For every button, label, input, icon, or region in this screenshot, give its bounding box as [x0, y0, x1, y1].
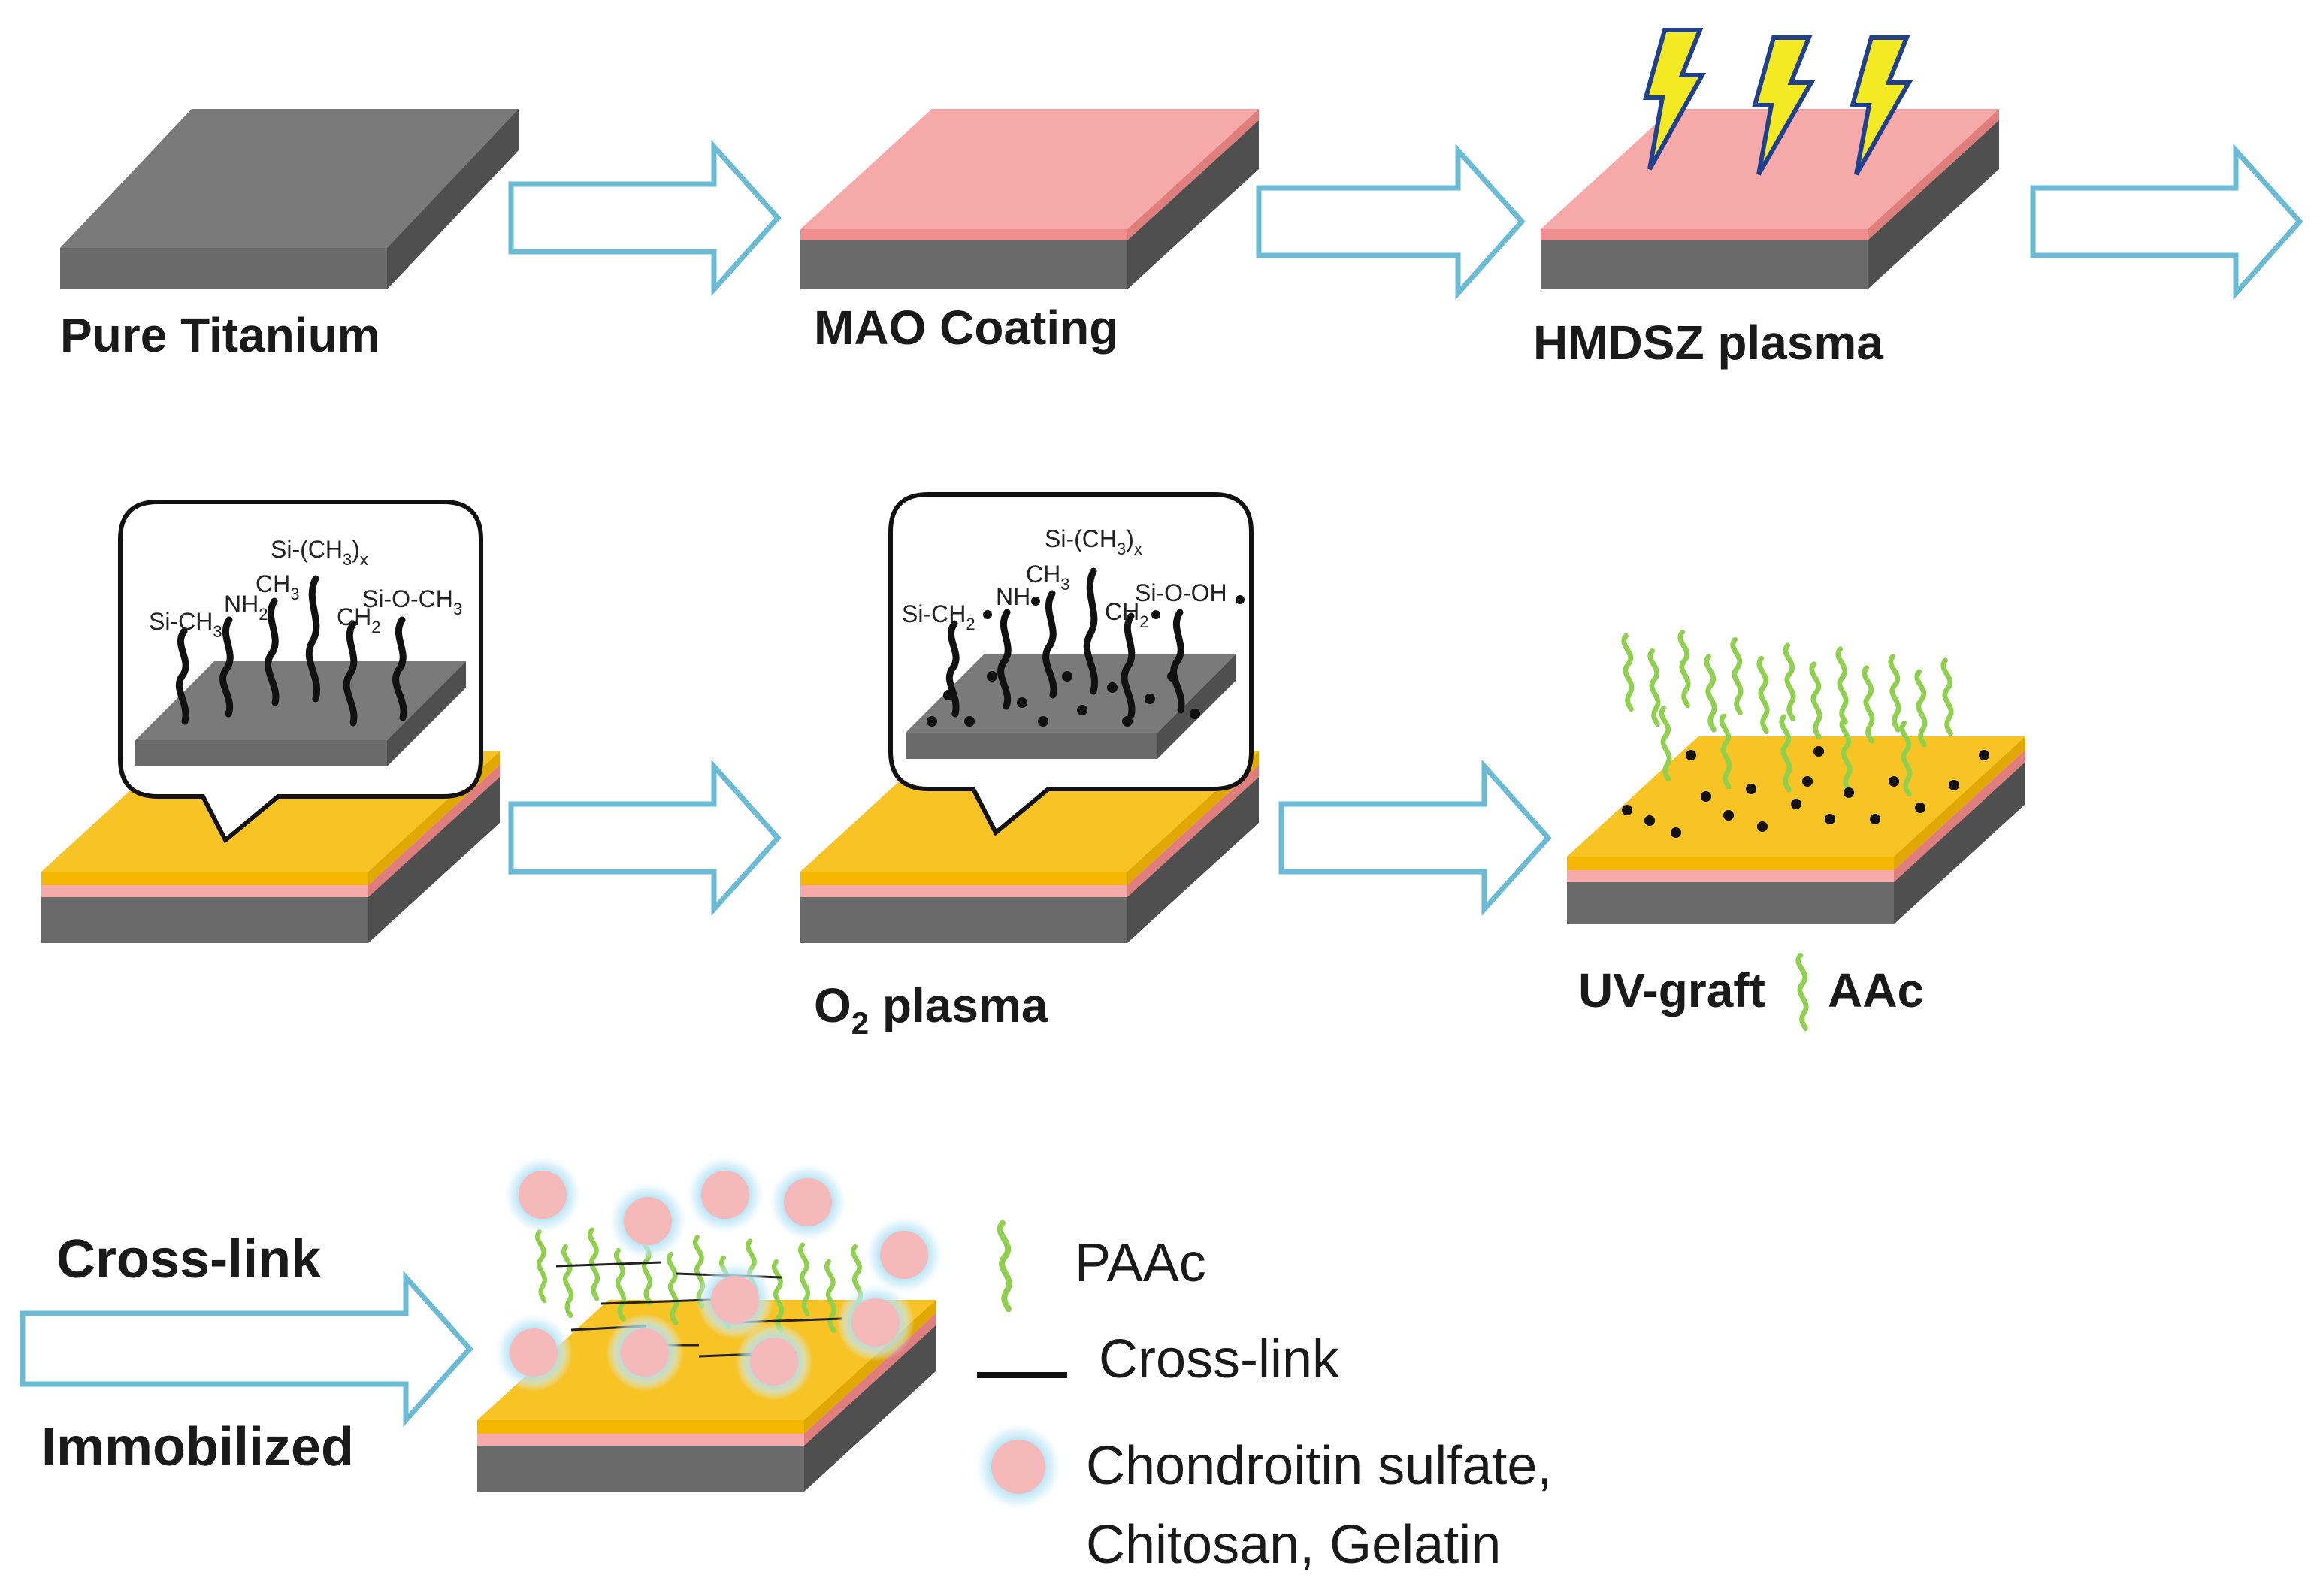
- svg-text:Si-CH2: Si-CH2: [902, 600, 975, 633]
- callout-substrate-hmdsz: [135, 661, 466, 766]
- lightning-bolt-icon: [1850, 35, 1913, 176]
- chem-ch2: CH: [337, 603, 371, 630]
- svg-text:CH3: CH3: [256, 570, 299, 603]
- chem-si-ch3: Si-CH: [149, 608, 213, 635]
- radical-dots-o2: [927, 671, 1200, 727]
- chem-nh2: NH: [224, 591, 259, 618]
- stage-label-mao-coating: MAO Coating: [814, 301, 1118, 355]
- svg-text:CH3: CH3: [1026, 561, 1069, 594]
- pure-titanium-slab: [60, 109, 519, 289]
- chemical-labels-hmdsz: Si-CH3 NH2 CH3 Si-(CH3)x CH2 Si-O-CH3: [149, 536, 462, 641]
- paac-chain-icon: [1000, 1223, 1009, 1310]
- legend-label-biomolecules-line2: Chitosan, Gelatin: [1086, 1515, 1501, 1575]
- svg-text:Si-(CH3)x: Si-(CH3)x: [271, 536, 368, 569]
- lightning-bolt-icon: [1643, 28, 1707, 171]
- crosslink-step-label: Cross-link: [56, 1229, 322, 1289]
- radical-dot: [1236, 595, 1245, 604]
- svg-text:Si-O-CH3: Si-O-CH3: [362, 585, 462, 618]
- process-arrow-2: [1256, 143, 1526, 301]
- process-arrow-1: [508, 139, 782, 297]
- biomolecule-particle-icon: [975, 1423, 1062, 1510]
- stage-label-uv-graft-left: UV-graft: [1578, 963, 1765, 1017]
- process-arrow-4: [508, 759, 782, 917]
- radical-dot: [983, 610, 992, 619]
- chem-ch3: CH: [1026, 561, 1060, 588]
- svg-text:Si-(CH3)x: Si-(CH3)x: [1045, 525, 1142, 558]
- chem-ch3: CH: [256, 570, 290, 597]
- lightning-bolt-icon: [1752, 35, 1816, 176]
- biomolecule-particles: [495, 1156, 943, 1401]
- mao-coating-slab: [800, 109, 1259, 289]
- uv-graft-slab: [1567, 736, 2025, 924]
- chem-si-ch3x: Si-(CH: [271, 536, 343, 563]
- chemical-labels-o2: Si-CH2 NH CH3 Si-(CH3)x CH2 Si-O-OH: [902, 525, 1245, 633]
- paac-chain-icon: [1798, 955, 1806, 1028]
- stage-label-o2-plasma: O2 plasma: [814, 978, 1048, 1041]
- radical-dot: [1151, 610, 1160, 619]
- chem-si-o-ch3: Si-O-CH: [362, 585, 453, 612]
- chem-si-ch2: Si-CH: [902, 600, 966, 627]
- svg-text:Si-CH3: Si-CH3: [149, 608, 222, 641]
- chem-ch2: CH: [1105, 598, 1139, 625]
- legend-label-crosslink: Cross-link: [1099, 1329, 1340, 1389]
- stage-label-uv-graft-right: AAc: [1828, 963, 1924, 1017]
- legend-label-paac: PAAc: [1075, 1233, 1206, 1293]
- immobilized-step-label: Immobilized: [41, 1417, 354, 1477]
- process-arrow-6: [20, 1270, 473, 1428]
- chem-si-o-oh: Si-O-OH: [1135, 579, 1227, 606]
- chem-si-ch3x: Si-(CH: [1045, 525, 1117, 552]
- process-arrow-5: [1278, 759, 1552, 917]
- chem-nh: NH: [996, 583, 1030, 610]
- process-arrow-3: [2030, 143, 2303, 301]
- svg-text:CH2: CH2: [337, 603, 380, 636]
- svg-text:CH2: CH2: [1105, 598, 1148, 631]
- molecular-chains-o2: [945, 567, 1185, 719]
- radical-dots-graft: [1622, 746, 1989, 838]
- legend: PAAc Cross-link Chondroitin sulfate, Chi…: [975, 1223, 1552, 1575]
- stage-label-pure-titanium: Pure Titanium: [60, 308, 380, 362]
- stage-label-hmdsz-plasma: HMDSZ plasma: [1533, 316, 1883, 370]
- radical-dot: [1031, 597, 1040, 606]
- legend-label-biomolecules-line1: Chondroitin sulfate,: [1086, 1436, 1552, 1496]
- molecular-chains-hmdsz: [175, 575, 407, 727]
- svg-text:NH2: NH2: [224, 591, 268, 624]
